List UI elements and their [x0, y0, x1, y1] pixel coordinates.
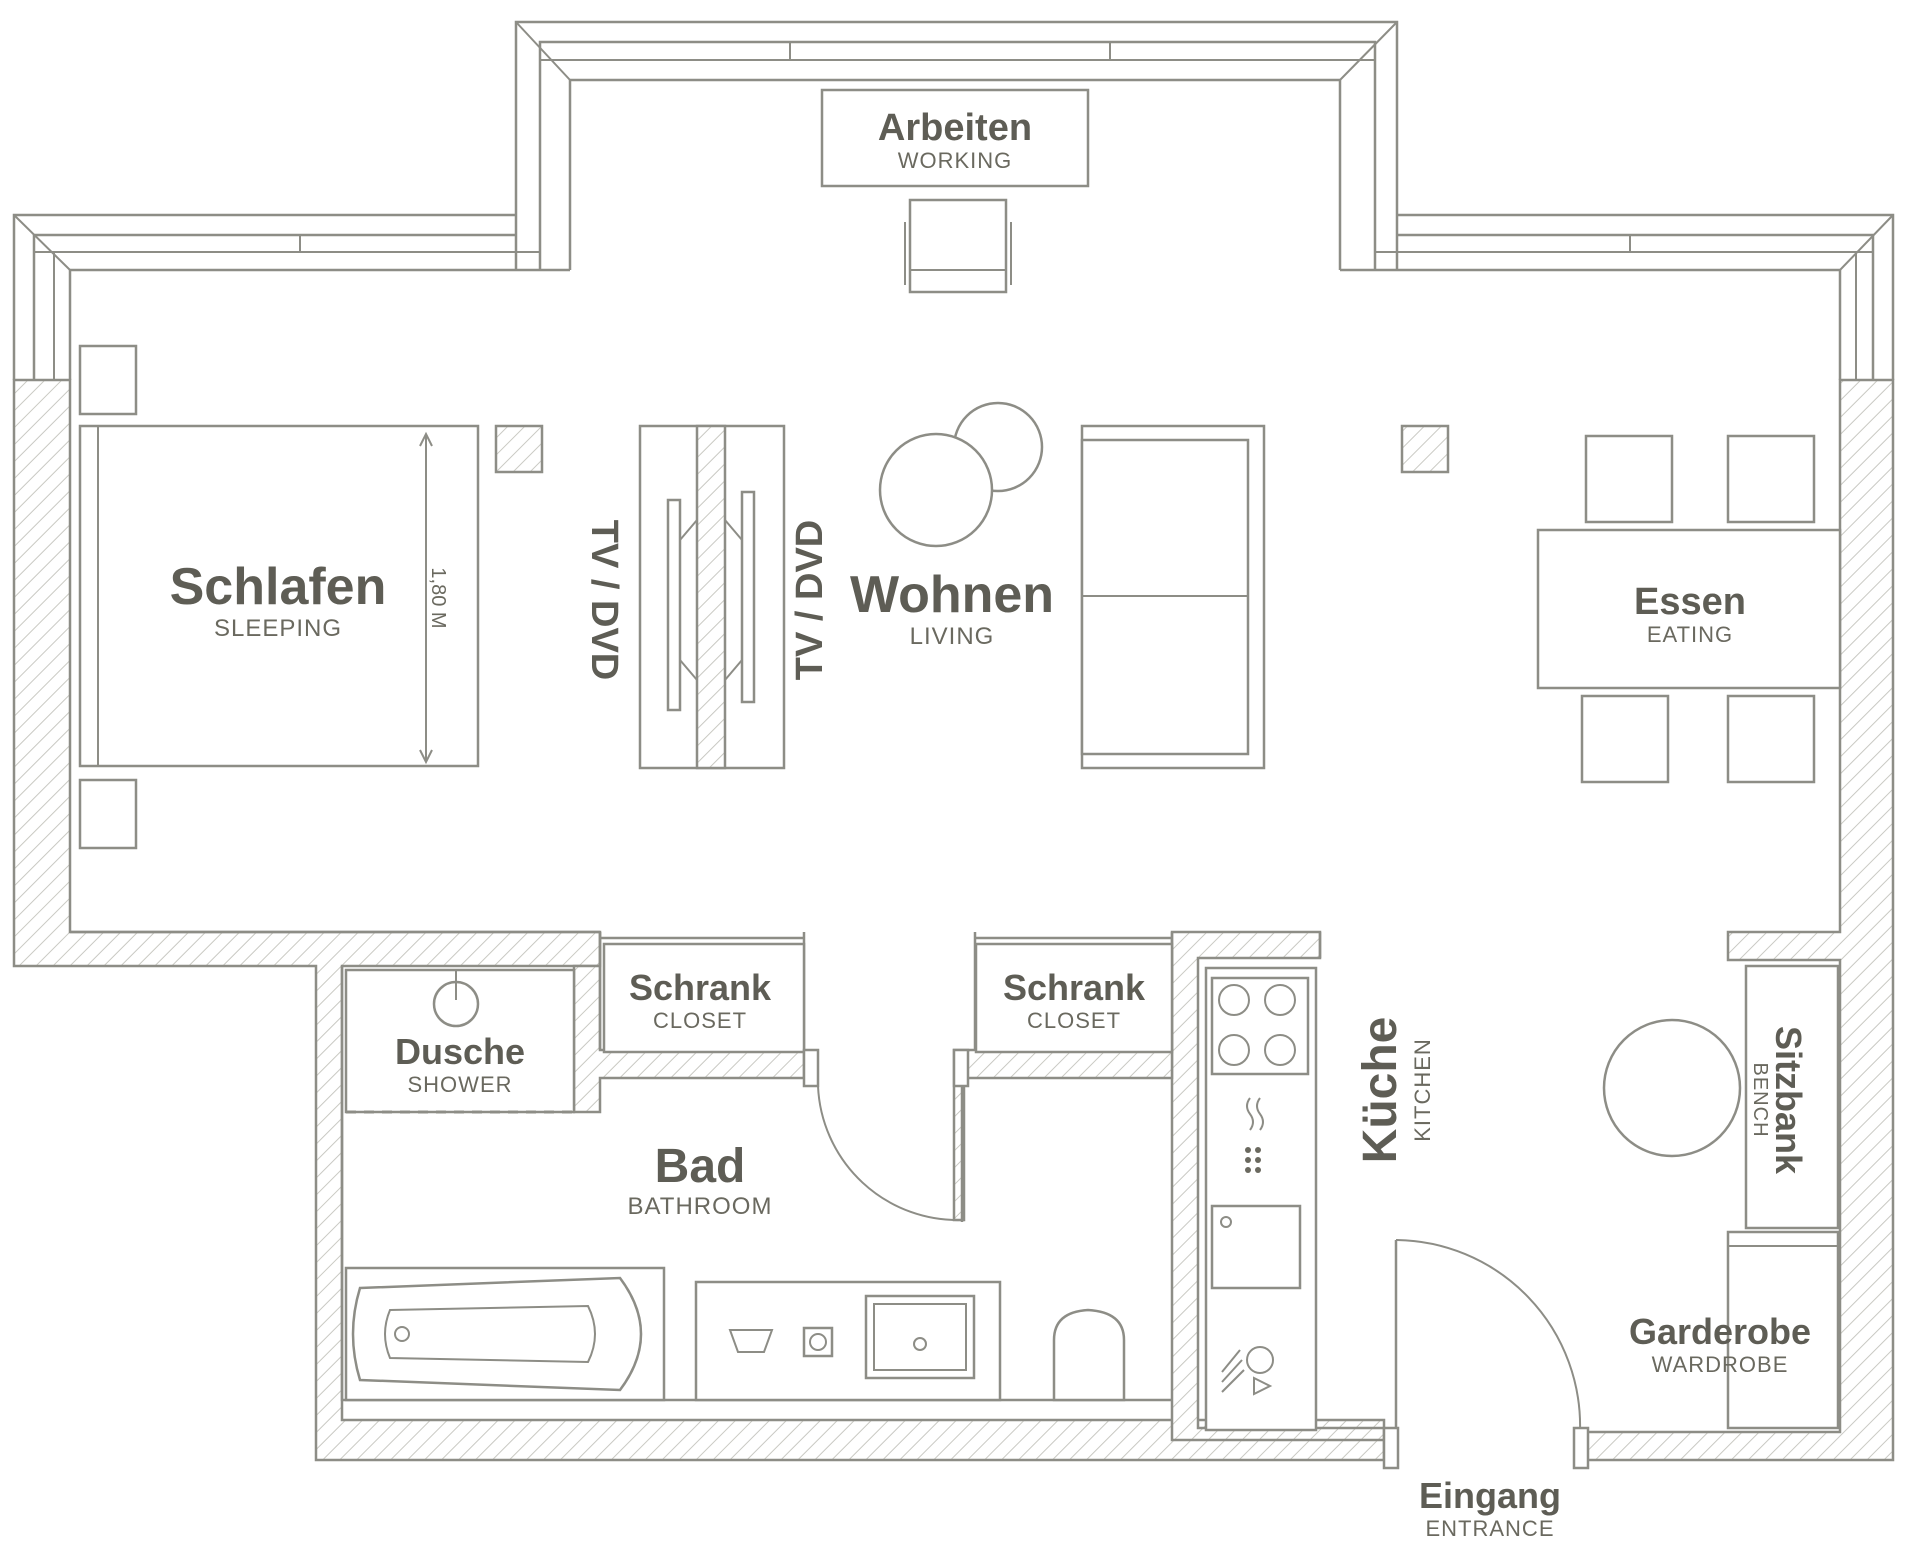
schlafen-sublabel: SLEEPING — [214, 615, 342, 642]
toilet — [1052, 1308, 1126, 1402]
garderobe-label: Garderobe — [1629, 1311, 1811, 1352]
dusche-sublabel: SHOWER — [408, 1072, 513, 1097]
garderobe-sublabel: WARDROBE — [1652, 1352, 1789, 1377]
column-right — [1400, 424, 1450, 474]
dusche-label: Dusche — [395, 1031, 525, 1072]
entrance-jamb-right — [1572, 1426, 1590, 1470]
walls — [12, 378, 1895, 1462]
column-left — [494, 424, 544, 474]
nightstand-top — [78, 344, 138, 416]
closet-left-jamb — [802, 1048, 820, 1088]
tv-label-right: TV / DVD — [789, 520, 831, 680]
dining-set — [1536, 434, 1842, 784]
kitchen-counter — [1204, 966, 1318, 1432]
schrank-right-sublabel: CLOSET — [1027, 1008, 1121, 1033]
entrance-door-swing — [1395, 1239, 1582, 1433]
closet-left — [602, 942, 806, 1054]
wohnen-sublabel: LIVING — [910, 623, 995, 650]
wardrobe — [1726, 1230, 1840, 1430]
desk — [820, 88, 1090, 188]
schlafen-label: Schlafen — [170, 558, 387, 616]
nightstand-bottom — [78, 778, 138, 850]
wohnen-label: Wohnen — [850, 566, 1054, 624]
sitzbank-label: Sitzbank — [1768, 1026, 1809, 1175]
bad-label: Bad — [655, 1140, 746, 1193]
kueche-sublabel: KITCHEN — [1410, 1038, 1435, 1142]
schrank-left-sublabel: CLOSET — [653, 1008, 747, 1033]
sofa — [1080, 424, 1266, 770]
bad-sublabel: BATHROOM — [628, 1193, 773, 1220]
schrank-right-label: Schrank — [1003, 967, 1146, 1008]
window-frames — [12, 20, 1895, 380]
bathroom-door-swing — [817, 1085, 963, 1222]
tv-label-left: TV / DVD — [583, 520, 625, 680]
shower — [344, 968, 576, 1114]
eingang-sublabel: ENTRANCE — [1425, 1516, 1554, 1541]
essen-label: Essen — [1634, 581, 1746, 623]
sitzbank-sublabel: BENCH — [1749, 1062, 1771, 1137]
bed — [78, 424, 480, 768]
round-table — [1602, 1018, 1742, 1158]
closet-right-jamb — [952, 1048, 970, 1088]
kueche-label: Küche — [1354, 1017, 1407, 1164]
arbeiten-sublabel: WORKING — [898, 148, 1013, 173]
desk-chair — [904, 198, 1012, 294]
bed-dimension-label: 1,80 M — [427, 567, 449, 628]
closet-right — [974, 942, 1174, 1054]
vanity — [694, 1280, 1002, 1402]
bathtub — [344, 1266, 666, 1402]
arbeiten-label: Arbeiten — [878, 107, 1032, 149]
side-table-front — [878, 432, 994, 548]
schrank-left-label: Schrank — [629, 967, 772, 1008]
essen-sublabel: EATING — [1647, 622, 1733, 647]
eingang-label: Eingang — [1419, 1475, 1561, 1516]
bench — [1744, 964, 1840, 1230]
tv-cabinet — [638, 424, 786, 770]
entrance-jamb-left — [1382, 1426, 1400, 1470]
